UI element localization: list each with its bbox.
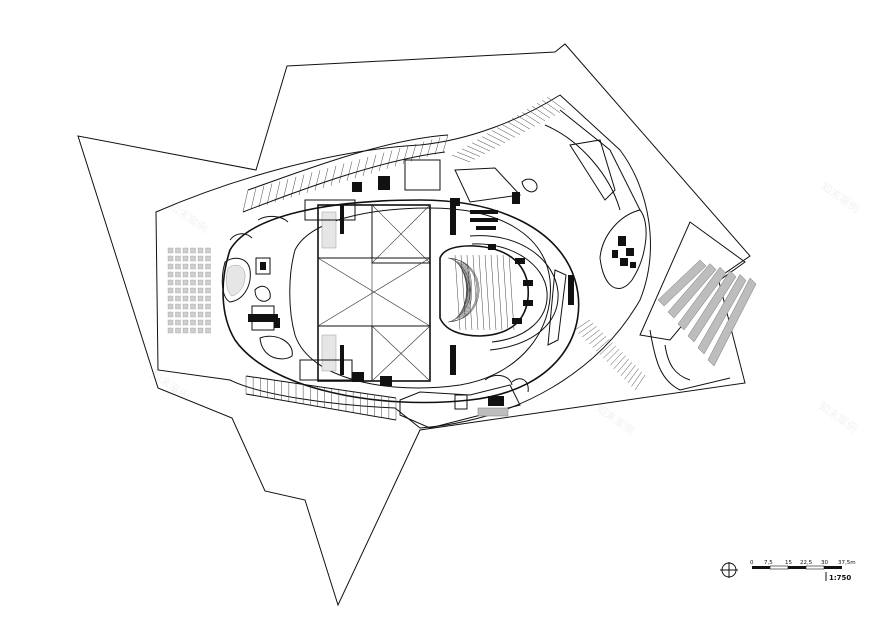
- watermark-text: 知末案例: [816, 399, 860, 436]
- scale-bar: 0 7,5 15 22,5 30 37,5m 1:750: [750, 560, 856, 582]
- outdoor-seating-grid: [167, 247, 211, 334]
- watermark-text: 知末案例: [148, 367, 192, 404]
- upper-left-steps: [242, 134, 449, 213]
- top-lobby: [404, 159, 522, 230]
- scale-legend: 0 7,5 15 22,5 30 37,5m 1:750: [720, 560, 856, 582]
- scale-ratio: 1:750: [829, 574, 851, 582]
- lower-left-steps: [245, 375, 397, 421]
- auditorium: [439, 245, 530, 337]
- foyer-ring: [222, 199, 580, 404]
- scale-tick-label: 0: [750, 560, 754, 566]
- north-arrow-icon: [720, 562, 738, 578]
- watermark-text: 知末案例: [166, 199, 210, 236]
- foyer-ring-inner: [289, 207, 551, 389]
- scale-tick-label: 7,5: [764, 560, 773, 566]
- watermarks: 知末案例 知末案例 知末案例 知末案例 知末案例: [148, 179, 862, 438]
- right-terrace: [521, 109, 647, 346]
- main-stage: [317, 204, 431, 382]
- backstage-walls: [299, 176, 456, 386]
- bottom-lobby: [399, 374, 529, 429]
- watermark-text: 知末案例: [593, 401, 637, 438]
- balcony-band-inner: [471, 243, 548, 343]
- scale-tick-label: 15: [785, 560, 792, 566]
- scale-tick-label: 22,5: [800, 560, 813, 566]
- site-boundary: [77, 43, 751, 607]
- scale-tick-label: 30: [821, 560, 828, 566]
- watermark-text: 知末案例: [818, 179, 862, 216]
- upper-right-steps: [451, 96, 566, 163]
- balcony-boxes: [488, 244, 533, 324]
- balcony-band: [469, 235, 559, 351]
- scale-tick-label: 37,5m: [838, 560, 856, 566]
- right-ramp: [574, 221, 757, 391]
- left-lobby: [221, 215, 293, 360]
